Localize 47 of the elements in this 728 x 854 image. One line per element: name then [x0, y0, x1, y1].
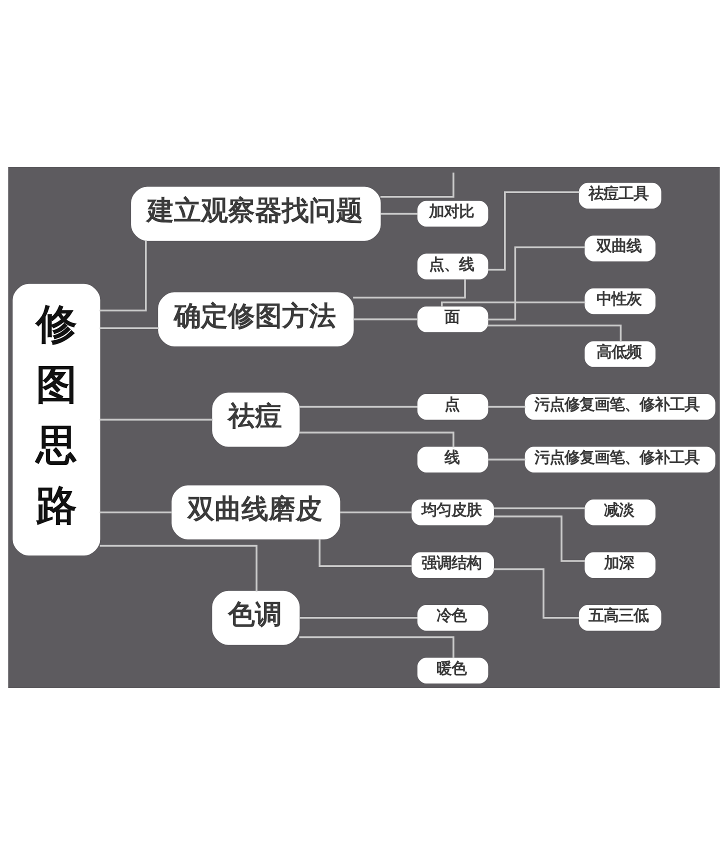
node-box: 中性灰 [584, 288, 656, 314]
node-box: 色调 [212, 590, 300, 644]
connector [100, 418, 213, 420]
node-box: 修图思路 [12, 283, 100, 555]
connector [353, 278, 466, 298]
connector [100, 326, 159, 328]
connector [100, 240, 147, 311]
node-box: 暖色 [417, 657, 488, 683]
connector [380, 172, 454, 198]
node-box: 点、线 [417, 253, 488, 279]
connector [494, 506, 586, 509]
connector [440, 300, 586, 306]
connector [340, 510, 412, 513]
connector [100, 510, 172, 513]
node-box: 冷色 [417, 604, 488, 630]
node-box: 污点修复画笔、修补工具 [524, 393, 716, 420]
connector [488, 324, 622, 342]
connector [380, 212, 418, 214]
connector [488, 405, 526, 408]
connector [318, 538, 412, 566]
node-box: 高低频 [584, 340, 656, 366]
connector [299, 405, 418, 408]
node-box: 祛痘 [212, 392, 300, 446]
node-box: 面 [417, 306, 488, 332]
node-box: 建立观察器找问题 [131, 186, 381, 240]
node-box: 加对比 [417, 200, 488, 226]
node-box: 五高三低 [578, 604, 662, 630]
node-box: 加深 [584, 552, 656, 578]
connector [488, 246, 586, 320]
node-box: 均匀皮肤 [412, 498, 494, 525]
node-box: 点 [417, 393, 488, 420]
node-box: 祛痘工具 [578, 182, 662, 208]
node-box: 确定修图方法 [158, 292, 354, 346]
connector [494, 515, 585, 562]
connector [100, 544, 258, 591]
connector [299, 616, 418, 618]
connector [488, 190, 580, 270]
node-box: 线 [417, 446, 488, 472]
node-box: 减淡 [584, 498, 656, 525]
connector [353, 318, 418, 320]
node-box: 双曲线 [584, 235, 656, 261]
node-box: 强调结构 [412, 552, 494, 578]
connector [493, 568, 580, 618]
connector [488, 458, 526, 460]
node-box: 污点修复画笔、修补工具 [524, 446, 716, 472]
connector [299, 636, 454, 658]
node-box: 双曲线磨皮 [172, 484, 340, 539]
